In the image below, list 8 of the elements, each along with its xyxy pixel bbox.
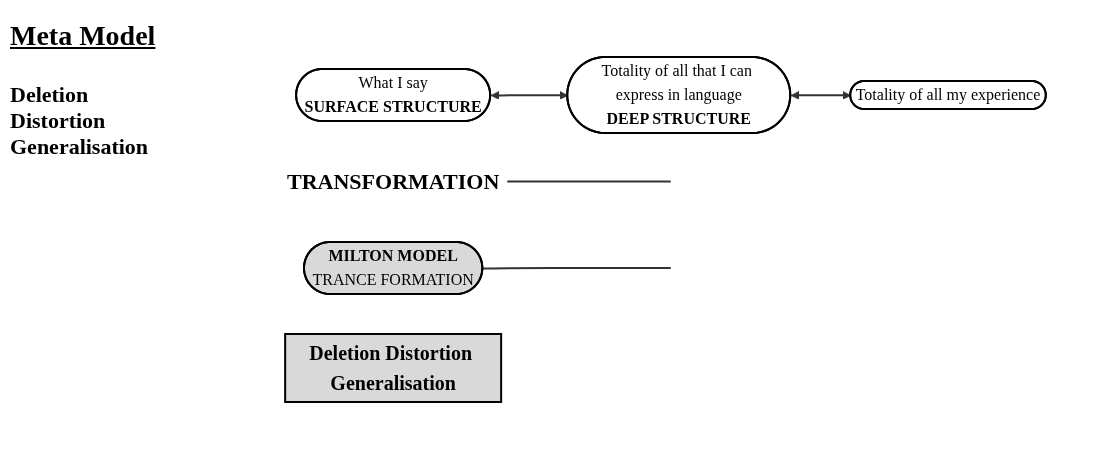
connector bbox=[481, 267, 672, 270]
diagram-title: Meta Model bbox=[10, 20, 157, 52]
arrow bbox=[490, 90, 568, 100]
arrow bbox=[790, 90, 851, 100]
connector bbox=[505, 180, 672, 183]
node-box: Deletion Distortion Generalisation bbox=[283, 333, 502, 403]
note-text: Deletion Distortion Generalisation bbox=[10, 82, 150, 160]
node-text: TRANSFORMATION bbox=[286, 168, 499, 194]
